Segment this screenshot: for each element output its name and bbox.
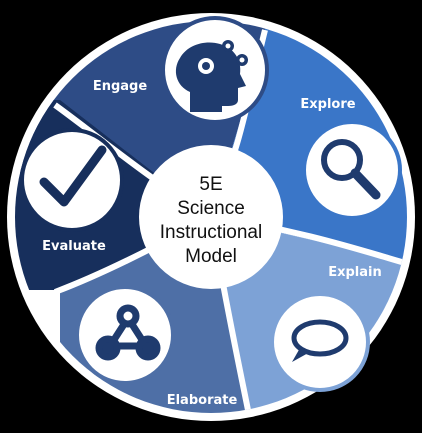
head-gears-icon (175, 40, 248, 112)
label-engage: Engage (93, 79, 148, 94)
checkmark-icon (39, 145, 107, 207)
center-line-1: 5E (199, 174, 222, 195)
center-disc (139, 145, 283, 289)
evaluate-icon-disc (20, 128, 124, 232)
center-line-4: Model (185, 246, 237, 267)
label-elaborate: Elaborate (167, 393, 238, 408)
elaborate-icon-disc (75, 285, 175, 385)
label-explore: Explore (300, 97, 355, 112)
label-explain: Explain (328, 265, 382, 280)
label-evaluate: Evaluate (42, 239, 106, 254)
center-line-3: Instructional (160, 222, 262, 243)
speech-bubble-icon (291, 319, 349, 362)
explain-icon-disc (270, 292, 370, 392)
magnifier-icon (321, 139, 381, 200)
nodes-icon (95, 304, 161, 361)
center-line-2: Science (177, 198, 245, 219)
center-title: 5E Science Instructional Model (160, 174, 262, 267)
